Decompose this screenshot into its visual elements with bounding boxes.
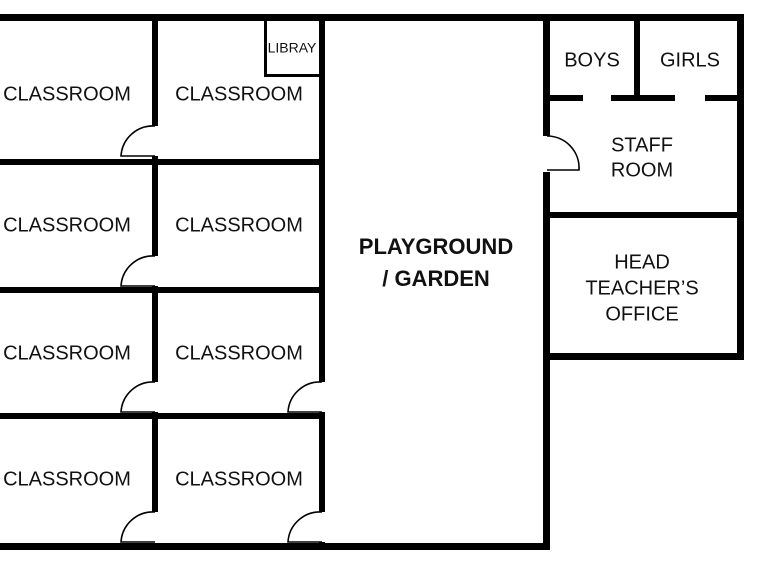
label-playground-line1: PLAYGROUND xyxy=(359,234,513,259)
label-classroom-3: CLASSROOM xyxy=(3,214,131,236)
wall-library-left xyxy=(264,21,267,76)
label-boys: BOYS xyxy=(564,49,620,71)
label-staff-line1: STAFF xyxy=(611,134,673,156)
wall-right-upper xyxy=(737,14,744,360)
label-staff-line2: ROOM xyxy=(611,159,673,181)
wall-col2-seg2 xyxy=(319,412,325,512)
door-swing-classroom-3 xyxy=(120,255,156,287)
door-swing-staff xyxy=(546,135,580,171)
wall-col1-seg1 xyxy=(152,14,158,126)
label-playground-line2: / GARDEN xyxy=(382,266,490,291)
wall-col1-seg4 xyxy=(152,412,158,512)
wall-toilets-bottom-a xyxy=(543,95,583,101)
door-swing-classroom-1 xyxy=(120,125,156,157)
wall-toilets-divider xyxy=(634,14,640,100)
wall-col1-seg3 xyxy=(152,286,158,382)
wall-top xyxy=(0,14,744,21)
walls xyxy=(0,14,744,550)
doors xyxy=(120,125,580,543)
door-swing-classroom-5 xyxy=(120,381,156,413)
door-gap-staff xyxy=(542,136,551,172)
label-classroom-2: CLASSROOM xyxy=(175,83,303,105)
label-classroom-4: CLASSROOM xyxy=(175,214,303,236)
label-girls: GIRLS xyxy=(660,49,720,71)
wall-toilets-bottom-b xyxy=(611,95,675,101)
wall-playground-right xyxy=(543,14,550,550)
wall-col2-seg3 xyxy=(319,542,325,550)
wall-toilets-bottom-c xyxy=(705,95,744,101)
label-head-line3: OFFICE xyxy=(605,303,678,325)
wall-row1 xyxy=(0,159,325,165)
wall-col1-seg2 xyxy=(152,156,158,256)
door-swing-classroom-7 xyxy=(120,511,156,543)
door-swing-classroom-6 xyxy=(287,381,323,413)
wall-bottom xyxy=(0,543,550,550)
wall-annex-bottom xyxy=(543,353,744,360)
label-classroom-1: CLASSROOM xyxy=(3,83,131,105)
label-classroom-6: CLASSROOM xyxy=(175,342,303,364)
wall-row2 xyxy=(0,287,325,293)
label-library: LIBRAY xyxy=(268,40,317,56)
label-classroom-5: CLASSROOM xyxy=(3,342,131,364)
label-classroom-8: CLASSROOM xyxy=(175,468,303,490)
wall-row3 xyxy=(0,413,325,419)
door-swing-classroom-8 xyxy=(287,511,323,543)
wall-staff-bottom xyxy=(543,212,744,218)
label-classroom-7: CLASSROOM xyxy=(3,468,131,490)
label-head-line1: HEAD xyxy=(614,251,670,273)
room-labels: CLASSROOM CLASSROOM CLASSROOM CLASSROOM … xyxy=(3,40,720,491)
wall-library-bottom xyxy=(264,74,319,77)
label-head-line2: TEACHER’S xyxy=(585,277,698,299)
wall-col2-seg1 xyxy=(319,14,325,382)
